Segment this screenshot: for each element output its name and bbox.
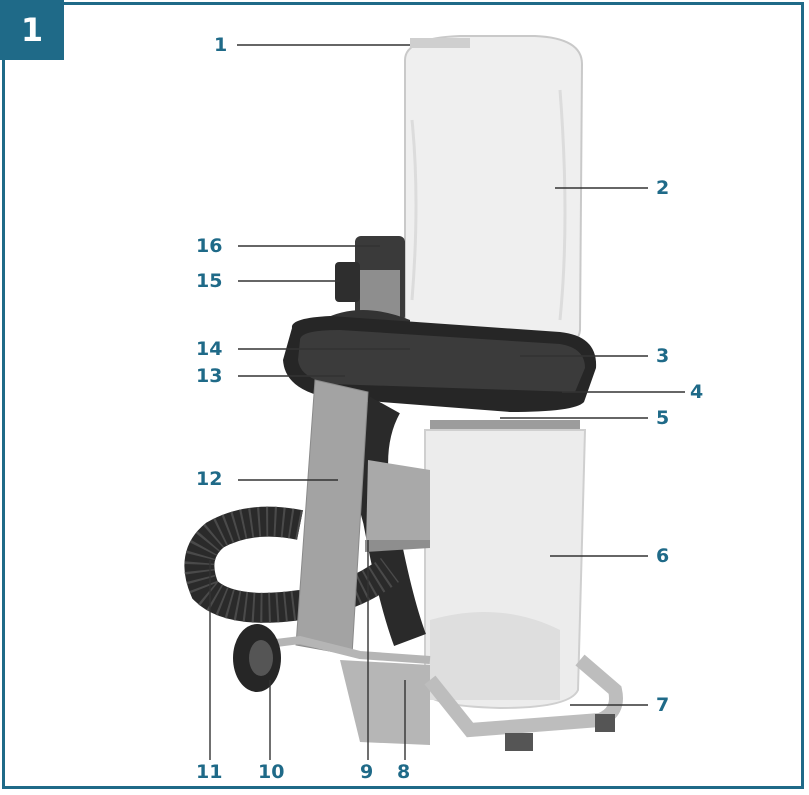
callout-leader-lines: [209, 44, 685, 760]
callout-1: 1: [214, 34, 228, 56]
callout-9: 9: [360, 761, 374, 783]
callout-3: 3: [656, 345, 670, 367]
callout-4: 4: [690, 381, 704, 403]
callout-7: 7: [656, 694, 670, 716]
figure-number-badge: 1: [0, 0, 64, 60]
callout-11: 11: [196, 761, 223, 783]
stand-frame: [295, 379, 430, 656]
callout-16: 16: [196, 235, 223, 257]
callout-5: 5: [656, 407, 670, 429]
upper-filter-bag: [404, 35, 584, 362]
carry-handle: [410, 38, 470, 48]
lower-collection-bag: [424, 420, 587, 710]
callout-10: 10: [258, 761, 285, 783]
callout-2: 2: [656, 177, 670, 199]
wheel: [233, 624, 281, 692]
cart-base: [259, 635, 623, 751]
top-plate: [283, 316, 597, 412]
callout-13: 13: [196, 365, 223, 387]
callout-15: 15: [196, 270, 223, 292]
callout-8: 8: [397, 761, 411, 783]
callout-6: 6: [656, 545, 670, 567]
callout-12: 12: [196, 468, 223, 490]
external-hose: [184, 506, 399, 623]
callout-14: 14: [196, 338, 223, 360]
